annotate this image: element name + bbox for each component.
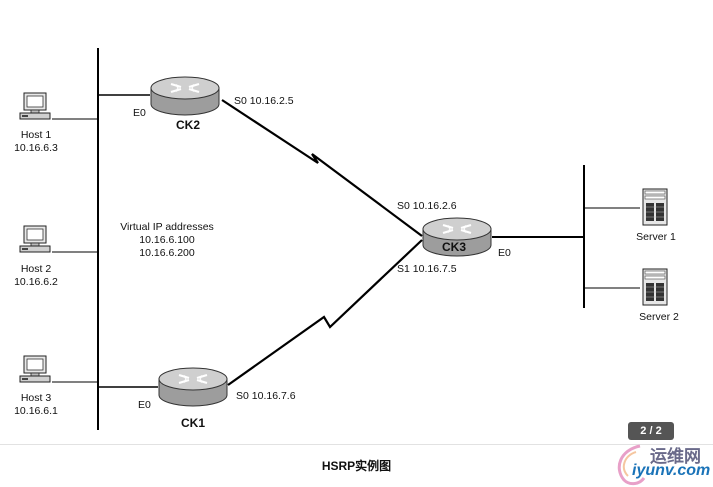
image-pager[interactable]: 2 / 2 bbox=[628, 422, 674, 440]
host2-computer-icon bbox=[19, 225, 51, 253]
ck1-s0-label: S0 10.16.7.6 bbox=[236, 390, 296, 402]
watermark-cn: 运维网 bbox=[650, 447, 701, 466]
virtual-ip-addr2: 10.16.6.200 bbox=[139, 247, 195, 259]
ck2-name: CK2 bbox=[176, 118, 200, 132]
ck1-name: CK1 bbox=[181, 416, 205, 430]
host3-name: Host 3 bbox=[21, 392, 52, 404]
swirl-icon bbox=[617, 444, 646, 486]
serial-link-ck2-ck3 bbox=[221, 99, 423, 237]
figure-caption: HSRP实例图 bbox=[321, 459, 392, 473]
router-ck1 bbox=[157, 366, 229, 408]
host1-name: Host 1 bbox=[21, 129, 52, 141]
host1-computer-icon bbox=[19, 92, 51, 120]
router-ck2 bbox=[149, 75, 221, 117]
watermark-en: iyunv.com bbox=[632, 462, 711, 479]
server2-icon bbox=[642, 268, 668, 306]
ck3-name: CK3 bbox=[442, 240, 466, 254]
ck3-s1-label: S1 10.16.7.5 bbox=[397, 263, 457, 275]
host2-name: Host 2 bbox=[21, 263, 52, 275]
virtual-ip-title: Virtual IP addresses bbox=[120, 221, 214, 233]
host3-computer-icon bbox=[19, 355, 51, 383]
virtual-ip-addr1: 10.16.6.100 bbox=[139, 234, 195, 246]
server1-icon bbox=[642, 188, 668, 226]
caption-bar: HSRP实例图 bbox=[0, 444, 713, 487]
ck3-e0-label: E0 bbox=[498, 247, 511, 259]
server2-name: Server 2 bbox=[639, 311, 679, 323]
server1-name: Server 1 bbox=[636, 231, 676, 243]
ck3-s0-label: S0 10.16.2.6 bbox=[397, 200, 457, 212]
host1-ip: 10.16.6.3 bbox=[14, 142, 58, 154]
serial-link-ck1-ck3 bbox=[227, 239, 423, 386]
ck1-e0-label: E0 bbox=[138, 399, 151, 411]
host2-ip: 10.16.6.2 bbox=[14, 276, 58, 288]
ck2-s0-label: S0 10.16.2.5 bbox=[234, 95, 294, 107]
ck2-e0-label: E0 bbox=[133, 107, 146, 119]
watermark-logo: 运维网 iyunv.com bbox=[610, 440, 713, 486]
host3-ip: 10.16.6.1 bbox=[14, 405, 58, 417]
